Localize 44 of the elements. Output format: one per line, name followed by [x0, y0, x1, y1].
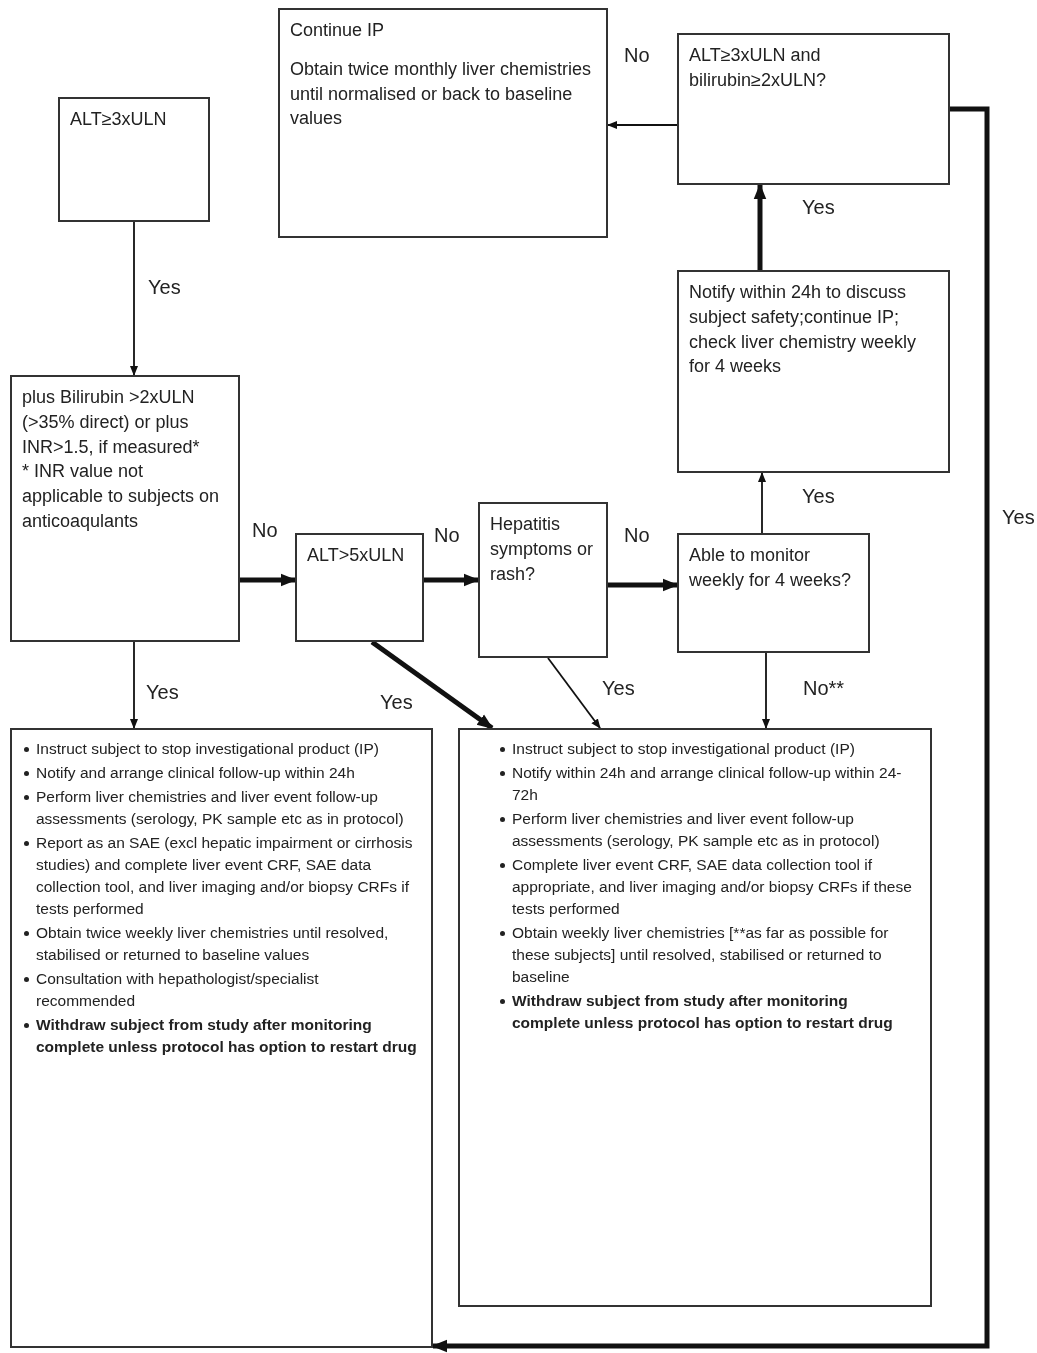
arrow [130, 641, 138, 729]
action-box [10, 728, 433, 1348]
process-box [677, 33, 950, 185]
process-box [278, 8, 608, 238]
arrow [608, 578, 679, 592]
arrow [547, 657, 601, 729]
arrow [758, 472, 766, 534]
box-text: Hepatitis symptoms or rash? [490, 513, 595, 586]
arrow [762, 652, 770, 729]
bullet-item: Instruct subject to stop investigational product (IP) [500, 738, 920, 760]
bullet-item: Consultation with hepathologist/specialist recommended [24, 968, 421, 1012]
bullet-item: Withdraw subject from study after monitoring complete unless protocol has option to restart drug [500, 990, 920, 1034]
box-text: Continue IP [290, 19, 386, 42]
box-text: plus Bilirubin >2xULN (>35% direct) or plus INR>1.5, if measured* [22, 386, 201, 459]
box-text: Obtain twice monthly liver chemistries until normalised or back to baseline values [290, 57, 593, 131]
arrow [607, 121, 678, 129]
process-box [10, 375, 240, 642]
arrow [240, 573, 297, 587]
box-text: ALT≥3xULN [70, 108, 168, 131]
box-text: Notify within 24h to discuss subject safety;continue IP; check liver chemistry weekly for 4 weeks [689, 281, 918, 379]
box-text: ALT≥3xULN and bilirubin≥2xULN? [689, 44, 827, 92]
bullet-item: Report as an SAE (excl hepatic impairment or cirrhosis studies) and complete liver event CRF, SAE data collection tool, and liver imaging and/or biopsy CRFs if tests performed [24, 832, 421, 920]
arrow [753, 183, 767, 270]
bullet-item: Withdraw subject from study after monitoring complete unless protocol has option to restart drug [24, 1014, 421, 1058]
process-box [677, 270, 950, 473]
bullet-item: Notify within 24h and arrange clinical follow-up within 24-72h [500, 762, 920, 806]
box-text: ALT>5xULN [307, 544, 406, 567]
box-text: * INR value not applicable to subjects on anticoaqulants [22, 460, 221, 534]
bullet-item: Instruct subject to stop investigational product (IP) [24, 738, 421, 760]
bullet-item: Notify and arrange clinical follow-up within 24h [24, 762, 421, 784]
arrow [130, 221, 138, 376]
arrow [431, 106, 990, 1353]
process-box [677, 533, 870, 653]
bullet-item: Obtain twice weekly liver chemistries until resolved, stabilised or returned to baseline values [24, 922, 421, 966]
process-box [478, 502, 608, 658]
action-box [458, 728, 932, 1307]
bullet-item: Complete liver event CRF, SAE data collection tool if appropriate, and liver imaging and/or biopsy CRFs if these tests performed [500, 854, 920, 920]
process-box [295, 533, 424, 642]
arrow [424, 573, 480, 587]
bullet-item: Perform liver chemistries and liver event follow-up assessments (serology, PK sample etc as in protocol) [24, 786, 421, 830]
bullet-item: Obtain weekly liver chemistries [**as far as possible for these subjects] until resolved, stabilised or returned to baseline [500, 922, 920, 988]
process-box [58, 97, 210, 222]
box-text: Able to monitor weekly for 4 weeks? [689, 544, 853, 592]
bullet-item: Perform liver chemistries and liver event follow-up assessments (serology, PK sample etc as in protocol) [500, 808, 920, 852]
